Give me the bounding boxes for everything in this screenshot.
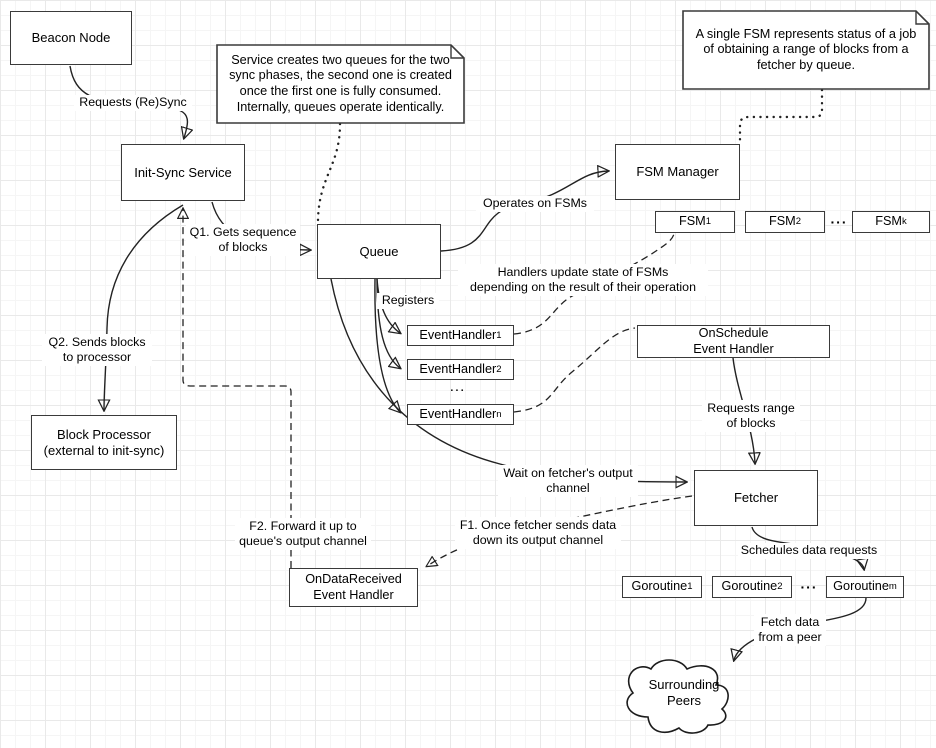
label-requests-resync: Requests (Re)Sync — [74, 95, 192, 111]
node-onschedule-event-handler[interactable]: OnSchedule Event Handler — [637, 325, 830, 358]
fsm-1-label: FSM — [678, 214, 706, 229]
label-wait-on-fetcher: Wait on fetcher's output channel — [498, 465, 638, 497]
label-handlers-update: Handlers update state of FSMs depending … — [458, 264, 708, 296]
goroutine-1-label: Goroutine — [631, 579, 688, 594]
note-shape — [216, 44, 465, 124]
label-f1-once-fetcher-sends: F1. Once fetcher sends data down its out… — [455, 517, 621, 549]
fsm-row-ellipsis: ··· — [830, 214, 848, 230]
note-fsm-text: A single FSM represents status of a job … — [695, 26, 917, 72]
node-init-sync-service[interactable]: Init-Sync Service — [121, 144, 245, 201]
edge-note-to-queue — [316, 122, 342, 222]
label-fetch-data-from-peer: Fetch data from a peer — [754, 614, 826, 646]
eventhandler-2-label: EventHandler — [419, 361, 497, 376]
eventhandler-1-label: EventHandler — [419, 327, 497, 342]
note-shape — [682, 10, 930, 90]
label-requests-range: Requests range of blocks — [702, 400, 800, 432]
node-block-processor[interactable]: Block Processor (external to init-sync) — [31, 415, 177, 470]
label-q1-gets-sequence: Q1. Gets sequence of blocks — [186, 224, 300, 256]
note-fsm[interactable]: A single FSM represents status of a job … — [682, 10, 930, 90]
edge-note-to-fsmmanager — [738, 88, 824, 143]
edge-q2-initsync-to-blockprocessor — [104, 204, 184, 410]
edge-f2-ondatareceived-to-initsync — [183, 209, 292, 568]
goroutine-2-label: Goroutine — [721, 579, 778, 594]
node-fsm-manager[interactable]: FSM Manager — [615, 144, 740, 200]
label-operates-on-fsms: Operates on FSMs — [476, 196, 594, 212]
eventhandler-column-ellipsis: ... — [449, 378, 466, 395]
cloud-shape — [626, 659, 729, 734]
label-schedules-data-requests: Schedules data requests — [738, 543, 880, 559]
node-fetcher[interactable]: Fetcher — [694, 470, 818, 526]
eventhandler-n-label: EventHandler — [419, 406, 497, 421]
edge-eventhandlern-to-onschedule — [513, 327, 636, 413]
label-registers: Registers — [377, 293, 439, 309]
fsm-k-label: FSM — [875, 214, 903, 229]
label-f2-forward-up: F2. Forward it up to queue's output chan… — [235, 518, 371, 550]
goroutine-m-label: Goroutine — [833, 579, 889, 594]
node-queue[interactable]: Queue — [317, 224, 441, 279]
label-q2-sends-blocks: Q2. Sends blocks to processor — [42, 334, 152, 366]
edge-registers-n — [374, 278, 400, 412]
note-queues-text: Service creates two queues for the two s… — [229, 52, 452, 114]
node-ondatareceived-event-handler[interactable]: OnDataReceived Event Handler — [289, 568, 418, 607]
goroutine-row-ellipsis: ··· — [800, 579, 818, 595]
node-beacon-node[interactable]: Beacon Node — [10, 11, 132, 65]
node-surrounding-peers[interactable]: Surrounding Peers — [621, 652, 747, 740]
fsm-2-label: FSM — [768, 214, 796, 229]
surrounding-peers-label: Surrounding Peers — [648, 676, 720, 708]
note-queues[interactable]: Service creates two queues for the two s… — [216, 44, 465, 124]
